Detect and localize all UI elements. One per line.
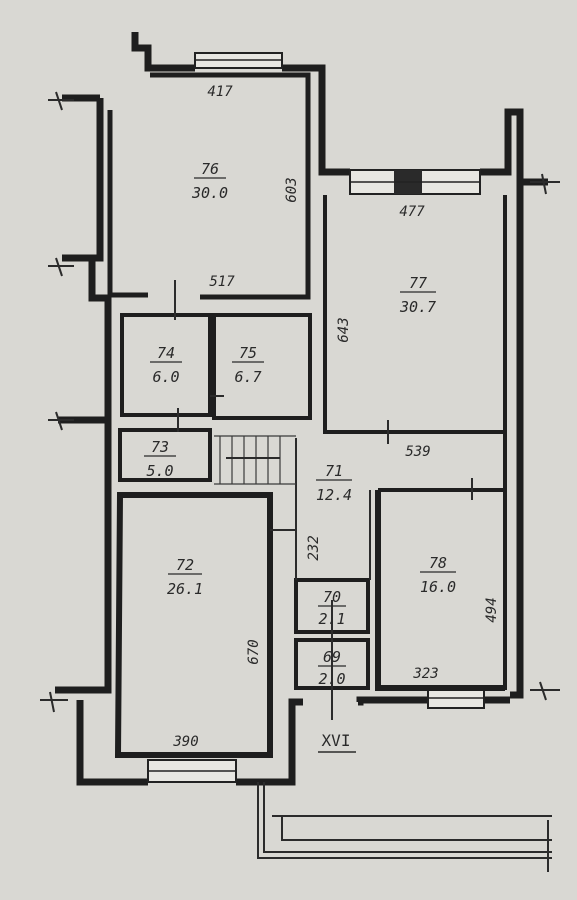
room-69-number: 69 [323, 648, 341, 666]
dim-room77-bottom: 539 [405, 444, 430, 460]
dim-room78-bottom: 323 [412, 666, 438, 682]
dim-room76-top: 417 [207, 84, 233, 100]
room-78-area: 16.0 [420, 578, 456, 596]
windows [147, 52, 485, 783]
room-75-label: 75 6.7 [232, 344, 264, 386]
room-72-number: 72 [176, 556, 194, 574]
room-73-area: 5.0 [146, 462, 173, 480]
interior-walls [107, 72, 507, 758]
room-70-number: 70 [323, 588, 341, 606]
section-mark-text: XVI [322, 731, 351, 750]
room-70-label: 70 2.1 [318, 588, 346, 628]
section-mark: XVI [318, 731, 356, 753]
room-72-area: 26.1 [167, 580, 203, 598]
staircase [214, 435, 296, 485]
room-70-area: 2.1 [318, 610, 345, 628]
dim-room77-top: 477 [399, 204, 425, 220]
utility-lines [257, 782, 552, 872]
room-73-number: 73 [151, 438, 169, 456]
room-75-number: 75 [239, 344, 257, 362]
dim-room77-side: 643 [336, 317, 352, 342]
room-77-label: 77 30.7 [399, 274, 436, 316]
room-74-number: 74 [157, 344, 175, 362]
dim-room78-side: 494 [484, 597, 500, 622]
dim-room76-side: 603 [284, 177, 300, 202]
room-69-area: 2.0 [318, 670, 345, 688]
dimension-labels: 417 603 517 477 643 539 670 390 232 494 … [172, 84, 500, 750]
room-76-area: 30.0 [191, 184, 228, 202]
dim-room72-bottom: 390 [172, 734, 198, 750]
room-71-area: 12.4 [316, 486, 352, 504]
room-74-area: 6.0 [152, 368, 179, 386]
room-76-label: 76 30.0 [191, 160, 228, 202]
room-74-label: 74 6.0 [150, 344, 182, 386]
room-71-label: 71 12.4 [316, 462, 352, 504]
room-77-number: 77 [409, 274, 427, 292]
room-75-area: 6.7 [234, 368, 261, 386]
dim-room72-side: 670 [246, 639, 262, 664]
axis-markers [40, 91, 560, 713]
room-71-number: 71 [325, 462, 343, 480]
room-78-number: 78 [429, 554, 447, 572]
room-69-label: 69 2.0 [318, 648, 346, 688]
room-73-label: 73 5.0 [144, 438, 176, 480]
room-76-number: 76 [201, 160, 219, 178]
room-77-area: 30.7 [399, 298, 436, 316]
dim-room71-side: 232 [306, 535, 322, 560]
door-marks [174, 280, 473, 720]
dim-room76-bottom: 517 [209, 274, 235, 290]
room-78-label: 78 16.0 [420, 554, 456, 596]
room-72-label: 72 26.1 [167, 556, 203, 598]
exterior-walls [55, 32, 548, 786]
